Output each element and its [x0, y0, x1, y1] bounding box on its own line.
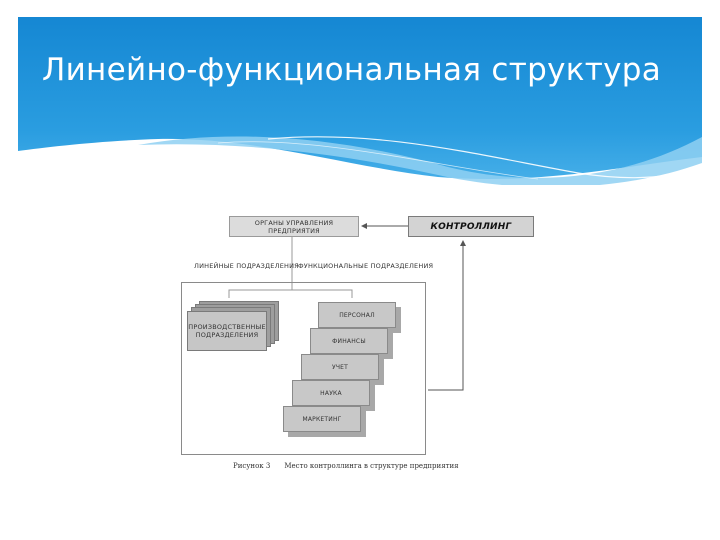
controlling-label: КОНТРОЛЛИНГ	[430, 221, 512, 232]
management-label: ОРГАНЫ УПРАВЛЕНИЯ ПРЕДПРИЯТИЯ	[254, 218, 334, 235]
func-units-label: ФУНКЦИОНАЛЬНЫЕ ПОДРАЗДЕЛЕНИЯ	[298, 262, 434, 270]
production-units-box: ПРОИЗВОДСТВЕННЫЕ ПОДРАЗДЕЛЕНИЯ	[187, 311, 267, 351]
line-units-label: ЛИНЕЙНЫЕ ПОДРАЗДЕЛЕНИЯ	[194, 262, 299, 270]
caption-number: Рисунок 3	[233, 462, 271, 470]
func-label: ФИНАНСЫ	[332, 337, 366, 345]
func-label: НАУКА	[320, 389, 342, 397]
production-units-label: ПРОИЗВОДСТВЕННЫЕ ПОДРАЗДЕЛЕНИЯ	[188, 323, 266, 339]
func-box-accounting: УЧЕТ	[301, 354, 379, 380]
header-background	[18, 17, 702, 185]
units-frame	[181, 282, 426, 455]
management-box: ОРГАНЫ УПРАВЛЕНИЯ ПРЕДПРИЯТИЯ	[229, 216, 359, 237]
figure-caption: Рисунок 3 Место контроллинга в структуре …	[233, 462, 473, 470]
func-label: УЧЕТ	[331, 363, 349, 371]
func-box-personnel: ПЕРСОНАЛ	[318, 302, 396, 328]
controlling-box: КОНТРОЛЛИНГ	[408, 216, 534, 237]
slide-title: Линейно-функциональная структура	[42, 52, 662, 88]
slide-header: Линейно-функциональная структура	[18, 17, 702, 185]
caption-text: Место контроллинга в структуре предприят…	[284, 462, 459, 470]
func-label: МАРКЕТИНГ	[302, 415, 342, 423]
func-box-finance: ФИНАНСЫ	[310, 328, 388, 354]
func-box-marketing: МАРКЕТИНГ	[283, 406, 361, 432]
func-label: ПЕРСОНАЛ	[339, 311, 375, 319]
func-box-science: НАУКА	[292, 380, 370, 406]
